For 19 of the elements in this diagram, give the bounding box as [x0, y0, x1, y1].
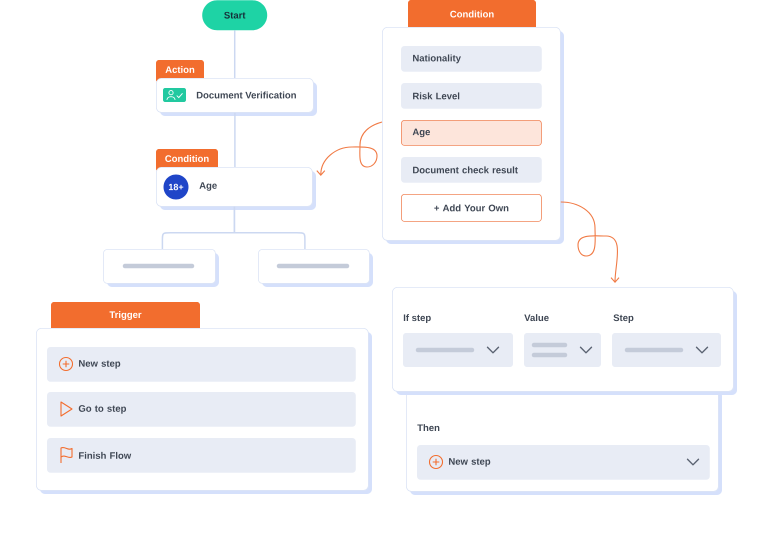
- node-label: Trigger: [110, 311, 142, 320]
- option-item: Document check result: [401, 157, 542, 183]
- node-label: Condition: [450, 10, 494, 18]
- arrow: [316, 121, 382, 176]
- menu-item: Go to step: [47, 392, 356, 427]
- menu-item: New step: [47, 347, 356, 382]
- start-pill: Start: [202, 0, 268, 30]
- option-item: Nationality: [401, 46, 542, 72]
- menu-item: Finish Flow: [47, 438, 356, 473]
- age-badge: 18+: [164, 174, 188, 200]
- node-label: Condition: [165, 155, 209, 162]
- option-item: Age: [401, 120, 542, 146]
- step-card: Action Document Verification: [156, 60, 317, 116]
- option-item: Risk Level: [401, 83, 542, 109]
- add-button: + Add Your Own: [401, 194, 542, 222]
- connector-line: [234, 30, 236, 78]
- arrow: [560, 201, 620, 283]
- select-field: New step: [417, 445, 710, 480]
- connector-line: [234, 112, 236, 167]
